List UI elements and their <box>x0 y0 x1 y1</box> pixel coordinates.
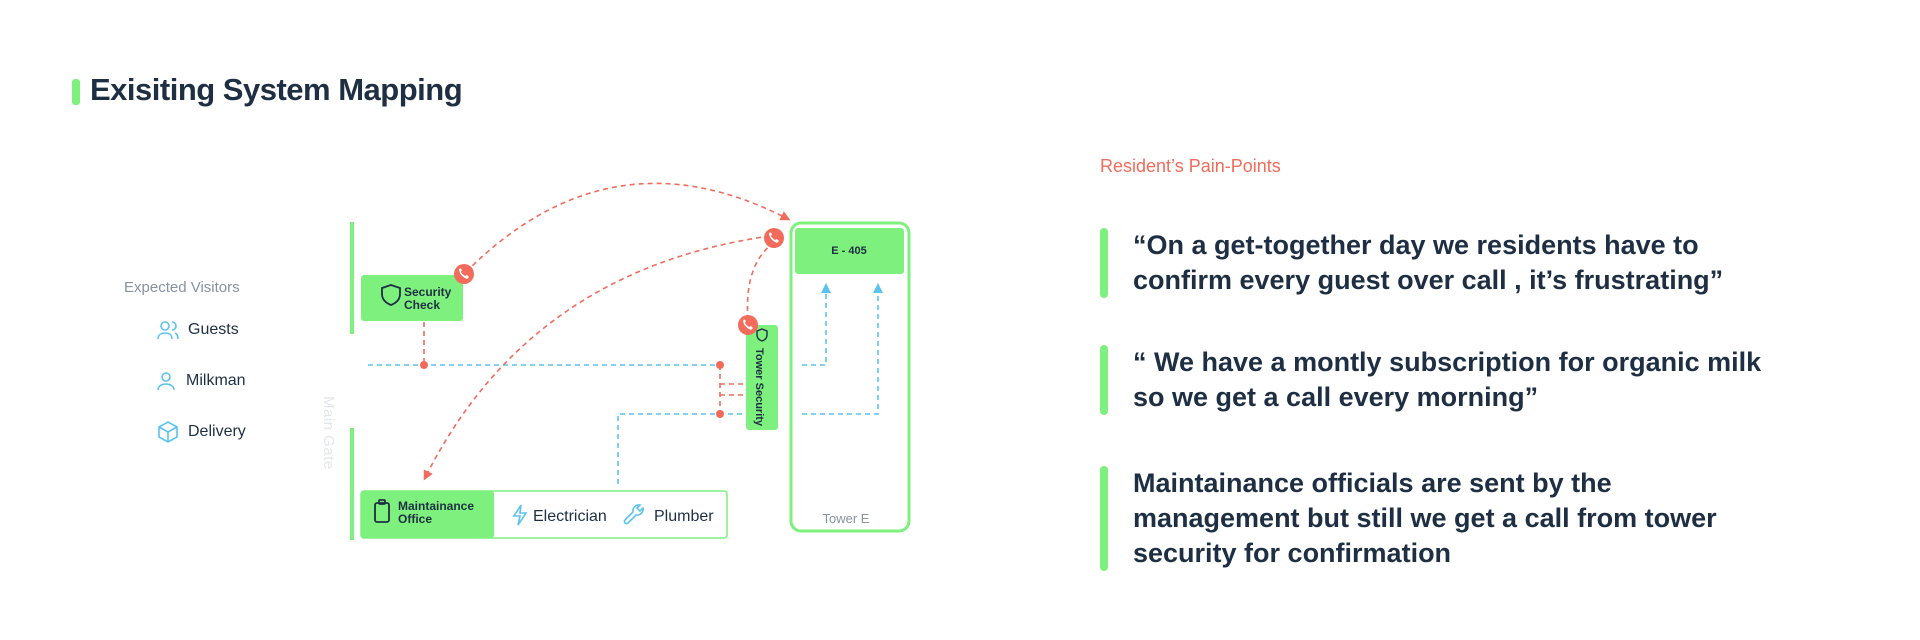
wrench-icon <box>623 504 644 525</box>
quote-accent-bar <box>1100 345 1108 415</box>
tower-security-label: Tower Security <box>753 348 765 427</box>
flow-line-maintenance <box>617 413 744 484</box>
phone-icon <box>454 264 474 284</box>
visitor-guests: Guests <box>156 318 239 342</box>
visitor-label: Guests <box>188 321 239 338</box>
call-arc-flat-to-maintenance <box>423 235 771 481</box>
pain-points-header: Resident’s Pain-Points <box>1100 156 1281 176</box>
security-check-node: Security Check <box>361 275 463 321</box>
user-icon <box>157 372 175 391</box>
visitor-delivery: Delivery <box>156 420 246 444</box>
quote-accent-bar <box>1100 466 1108 571</box>
lightning-icon <box>512 504 528 526</box>
call-arc-security-to-flat <box>465 182 791 273</box>
flow-line-tower-2 <box>802 283 883 415</box>
phone-icon <box>738 315 758 335</box>
call-arc-tower-to-flat <box>746 243 773 321</box>
maintenance-office-node <box>361 491 494 538</box>
page-title: Exisiting System Mapping <box>90 72 463 107</box>
security-check-label: Security Check <box>404 286 452 312</box>
electrician-label: Electrician <box>533 508 607 525</box>
main-gate-label: Main Gate <box>320 396 337 470</box>
junction-dot <box>716 361 724 369</box>
shield-icon <box>381 284 401 306</box>
quote-text: “On a get-together day we residents have… <box>1133 230 1724 295</box>
expected-visitors-title: Expected Visitors <box>124 279 240 296</box>
flat-label: E - 405 <box>831 245 866 257</box>
pain-point-quote: “On a get-together day we residents have… <box>1100 228 1773 298</box>
phone-icon <box>764 228 784 248</box>
quote-text: Maintainance officials are sent by the m… <box>1133 468 1717 568</box>
plumber-label: Plumber <box>654 508 714 525</box>
pain-point-quote: “ We have a montly subscription for orga… <box>1100 345 1773 415</box>
tower-e-building: E - 405 Tower E <box>789 221 911 533</box>
junction-dot <box>716 410 724 418</box>
title-accent-bar <box>72 79 80 105</box>
pain-point-quote: Maintainance officials are sent by the m… <box>1100 466 1773 571</box>
maintenance-group: Maintainance Office Electrician Plumber <box>360 490 728 539</box>
quote-text: “ We have a montly subscription for orga… <box>1133 347 1762 412</box>
package-icon <box>158 421 178 443</box>
visitor-milkman: Milkman <box>154 369 246 393</box>
clipboard-icon <box>374 499 390 523</box>
maintenance-office-label: Maintainance Office <box>398 500 475 526</box>
quote-accent-bar <box>1100 228 1108 298</box>
flow-line-tower-1 <box>802 283 831 366</box>
users-icon <box>157 321 179 340</box>
tower-label: Tower E <box>823 511 870 526</box>
flat-e405 <box>795 228 904 274</box>
visitor-label: Delivery <box>188 423 246 440</box>
junction-dot <box>420 361 428 369</box>
tower-security-node: Tower Security <box>746 325 778 430</box>
shield-icon <box>756 328 768 342</box>
visitor-label: Milkman <box>186 372 246 389</box>
